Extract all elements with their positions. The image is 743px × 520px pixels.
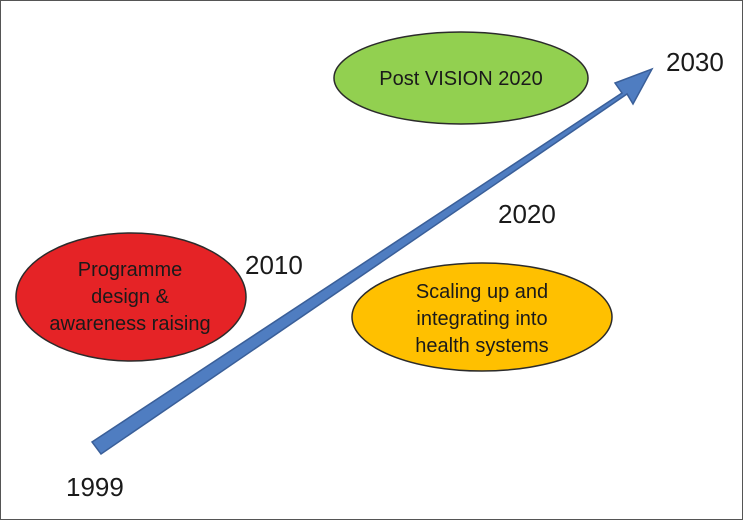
phase-programme-design: Programme design & awareness raising — [15, 232, 247, 362]
phase-programme-design-ellipse — [15, 232, 247, 362]
year-label-2020: 2020 — [498, 199, 556, 229]
phase-programme-design-line-1: Programme — [78, 259, 182, 281]
phase-scaling-up-line-1: Scaling up and — [416, 281, 548, 303]
phase-programme-design-line-2: design & — [91, 286, 169, 308]
phase-post-vision-line-1: Post VISION 2020 — [379, 68, 542, 90]
phase-programme-design-line-3: awareness raising — [49, 313, 210, 335]
year-label-2010: 2010 — [245, 250, 303, 280]
phase-scaling-up-ellipse — [351, 262, 613, 372]
phase-scaling-up-line-3: health systems — [415, 335, 548, 357]
timeline-arrow — [90, 67, 654, 456]
year-label-start: 1999 — [66, 472, 124, 502]
phase-scaling-up: Scaling up and integrating into health s… — [351, 262, 613, 372]
phase-scaling-up-line-2: integrating into — [416, 308, 547, 330]
year-label-end: 2030 — [666, 47, 724, 77]
phase-post-vision-ellipse — [333, 31, 589, 125]
phase-post-vision: Post VISION 2020 — [333, 31, 589, 125]
